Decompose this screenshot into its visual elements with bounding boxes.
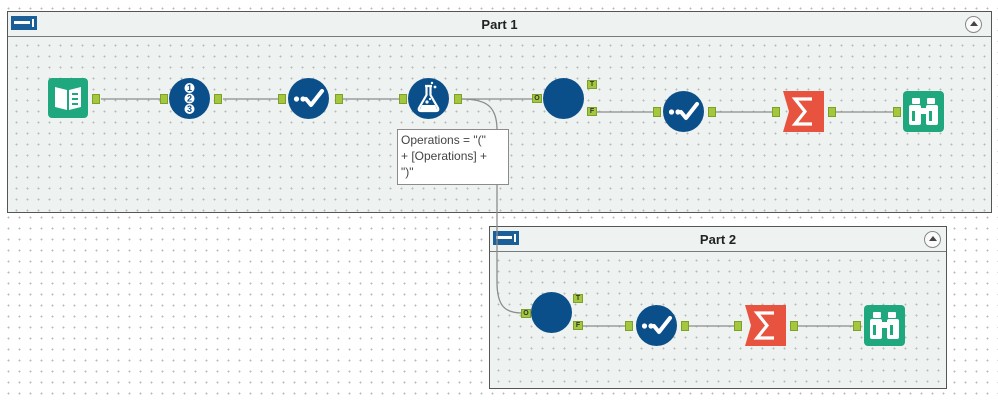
filter-icon [543,78,584,119]
container-header[interactable]: Part 1 [8,12,991,37]
select-tool[interactable] [636,305,677,346]
binoculars-icon [909,98,938,125]
checkmark-icon [668,102,699,120]
filter-input-anchor[interactable]: O [532,94,542,103]
filter-icon [531,292,572,333]
output-anchor[interactable] [335,94,343,104]
filter-false-anchor[interactable]: F [587,107,597,116]
output-anchor[interactable] [790,321,798,331]
filter-true-anchor[interactable]: T [587,80,597,89]
filter-true-anchor[interactable]: T [573,294,583,303]
input-anchor[interactable] [625,321,633,331]
input-anchor[interactable] [893,107,901,117]
filter-input-anchor[interactable]: O [521,309,531,318]
checkmark-icon [641,316,672,334]
svg-text:1: 1 [187,83,192,93]
output-anchor[interactable] [454,94,462,104]
select-tool[interactable] [288,78,329,119]
output-anchor[interactable] [708,107,716,117]
filter-false-anchor[interactable]: F [573,321,583,330]
output-anchor[interactable] [681,321,689,331]
container-body [8,37,991,212]
container-title: Part 1 [481,17,518,32]
select-tool[interactable] [663,91,704,132]
input-anchor[interactable] [653,107,661,117]
sigma-icon [753,311,774,340]
flask-icon [417,81,440,113]
browse-tool[interactable] [903,91,944,132]
output-anchor[interactable] [214,94,222,104]
svg-text:3: 3 [187,104,192,114]
container-icon [11,16,37,30]
input-anchor[interactable] [278,94,286,104]
input-anchor[interactable] [160,94,168,104]
summarize-tool[interactable] [783,91,824,132]
numbered-list-icon: 1 2 3 [184,83,195,114]
formula-tool[interactable] [408,78,449,119]
formula-annotation: Operations = "(" + [Operations] + ")" [397,129,509,185]
input-anchor[interactable] [772,107,780,117]
container-header[interactable]: Part 2 [490,227,946,252]
output-anchor[interactable] [828,107,836,117]
browse-tool[interactable] [864,305,905,346]
binoculars-icon [870,312,899,339]
filter-tool[interactable] [531,292,572,333]
sigma-icon [791,97,812,126]
collapse-up-icon[interactable] [924,231,941,248]
output-anchor[interactable] [92,94,100,104]
input-data-tool[interactable] [48,78,88,118]
svg-text:2: 2 [187,94,192,104]
input-anchor[interactable] [399,94,407,104]
filter-tool[interactable] [543,78,584,119]
checkmark-icon [293,89,324,107]
summarize-tool[interactable] [745,305,786,346]
book-icon [55,87,81,110]
record-id-tool[interactable]: 1 2 3 [169,78,210,119]
container-title: Part 2 [699,232,737,247]
input-anchor[interactable] [734,321,742,331]
input-anchor[interactable] [853,321,861,331]
collapse-up-icon[interactable] [965,16,982,33]
